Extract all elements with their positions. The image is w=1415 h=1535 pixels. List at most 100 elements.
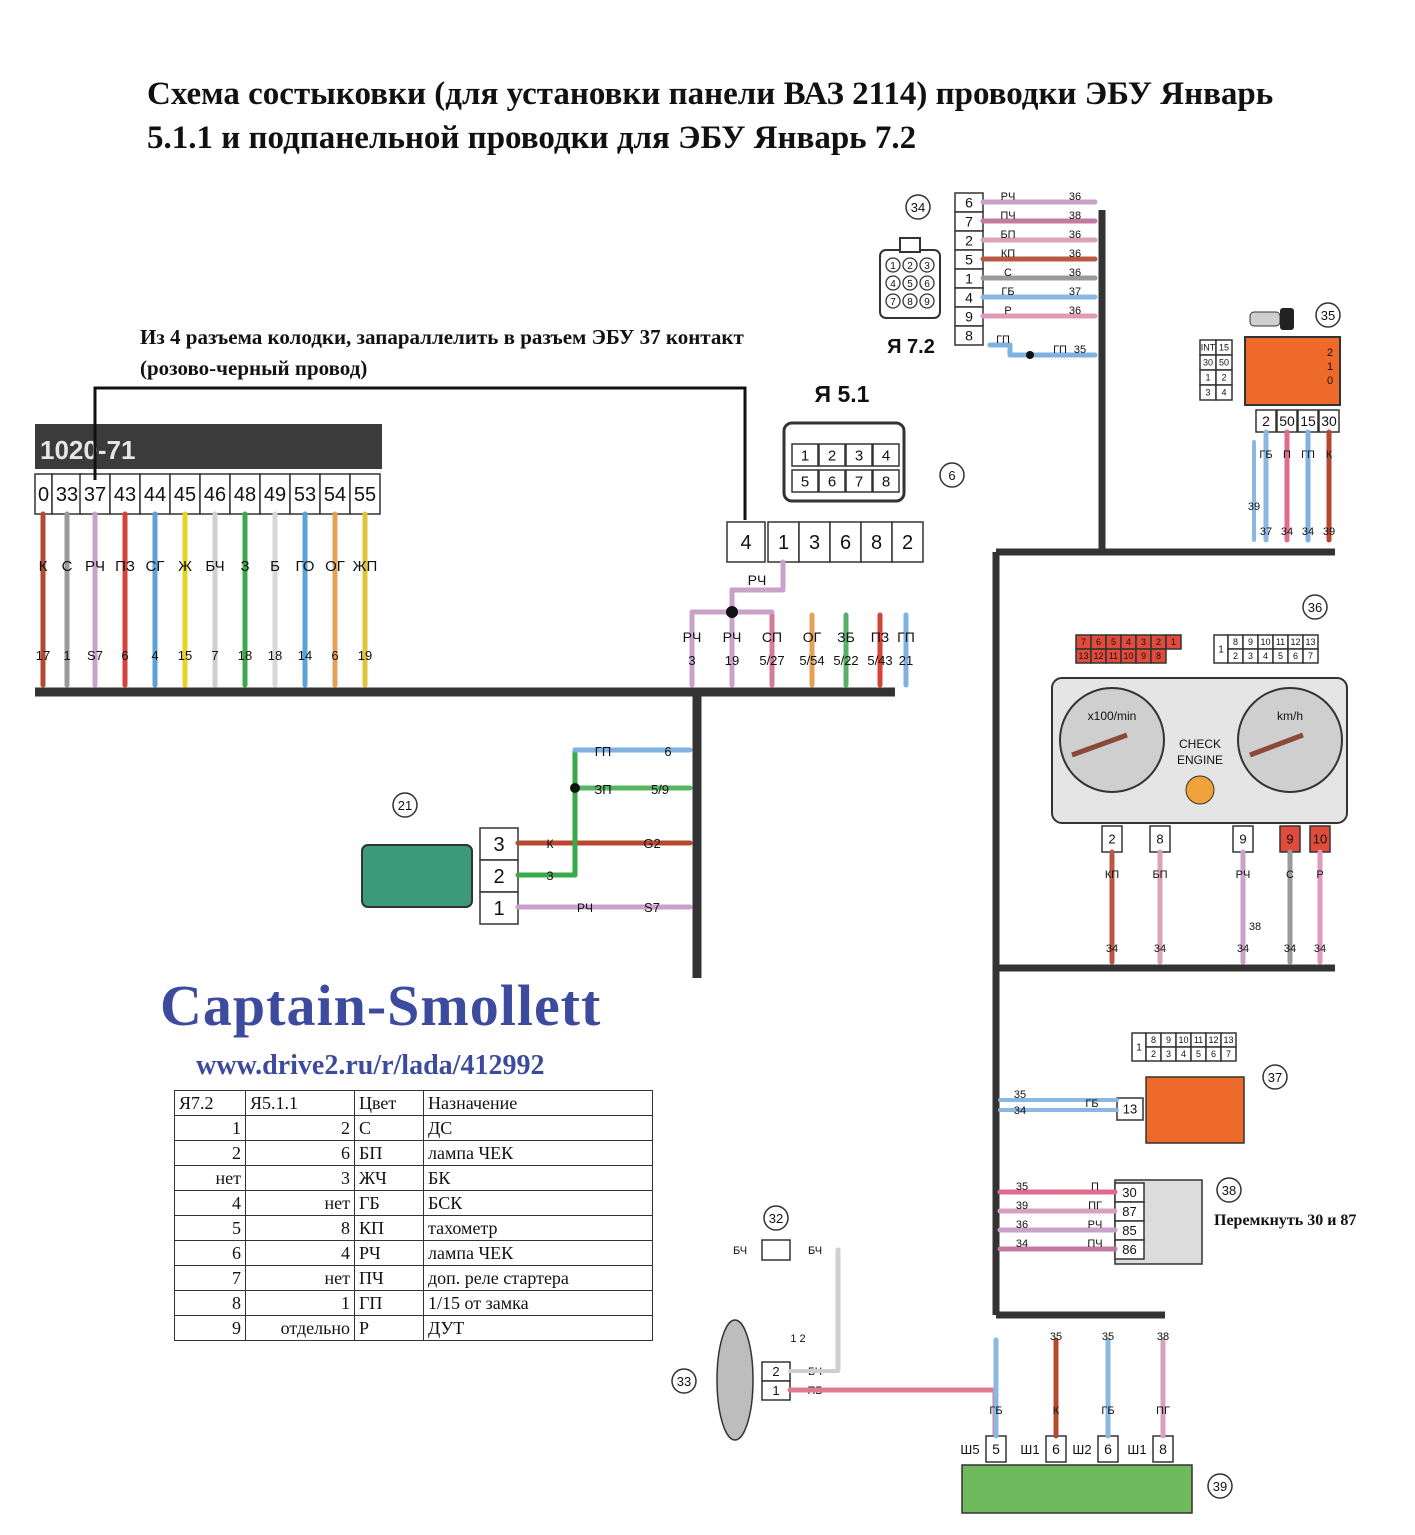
- cluster-wire-color: РЧ: [1236, 869, 1251, 881]
- sensor-21-body: [361, 844, 473, 908]
- switch-position: 2: [1327, 347, 1333, 359]
- module-39-pin-label: 6: [1104, 1441, 1112, 1457]
- table-cell: 1: [245, 1290, 355, 1316]
- ya51-wire-end: 19: [725, 653, 739, 668]
- tachometer-label: x100/min: [1088, 709, 1137, 723]
- cluster-wire-color: КП: [1105, 869, 1119, 881]
- module-39-socket: Ш1: [1127, 1442, 1146, 1457]
- switch-wire-end: 39: [1248, 501, 1260, 513]
- sensor-21-wire: ЗП: [594, 782, 611, 797]
- ya72-wire-color: БП: [1000, 229, 1015, 241]
- table-cell: С: [354, 1115, 424, 1141]
- ya72-pin-label: 5: [965, 252, 973, 268]
- callout-number: 33: [677, 1374, 691, 1389]
- ecu-wire-color: СГ: [146, 558, 165, 575]
- c37-grey-pin-label: 10: [1178, 1035, 1188, 1045]
- cluster-pin-label: 9: [1286, 832, 1293, 847]
- table-cell: ДУТ: [423, 1315, 653, 1341]
- module-39-wire-color: ГБ: [1101, 1405, 1114, 1417]
- ya72-wire-color: КП: [1001, 248, 1015, 260]
- ya51-pin: [891, 521, 924, 563]
- relay-pin-label: 86: [1122, 1242, 1136, 1257]
- ya72-wire-color: Р: [1004, 305, 1011, 317]
- switch-pin-label: 2: [1262, 413, 1270, 429]
- table-cell: 6: [174, 1240, 246, 1266]
- author-url: www.drive2.ru/r/lada/412992: [196, 1050, 545, 1081]
- ya51-plug-pin: [845, 443, 873, 467]
- ya72-wire-end: 36: [1069, 267, 1081, 279]
- ya72-plug-pin: [885, 257, 901, 273]
- ya72-plug-pin-label: 8: [907, 297, 913, 308]
- ya72-pin-label: 6: [965, 195, 973, 211]
- cluster-grey-pin-label: 4: [1263, 651, 1268, 661]
- ecu-wire-end: 6: [121, 648, 128, 663]
- relay-pin-label: 30: [1122, 1185, 1136, 1200]
- c37-grey-pin-label: 13: [1223, 1035, 1233, 1045]
- callout-number: 38: [1222, 1183, 1236, 1198]
- ya51-plug-pin: [791, 443, 819, 467]
- fuse-wire-color: БЧ: [733, 1245, 747, 1257]
- module-39-wire-color: ГБ: [989, 1405, 1002, 1417]
- ya72-wire-color: С: [1004, 267, 1012, 279]
- ecu-wire-end: 19: [358, 648, 372, 663]
- ya72-plug-pin: [885, 275, 901, 291]
- ecu-wire-color: Ж: [178, 558, 192, 575]
- ya72-plug-pin: [919, 275, 935, 291]
- fan-pin-label: 1: [772, 1383, 779, 1398]
- cluster-red-pin-label: 9: [1141, 651, 1146, 661]
- callout-circle: [1315, 302, 1341, 328]
- table-cell: 1: [174, 1115, 246, 1141]
- switch-legend-cell-label: 3: [1205, 388, 1210, 398]
- key-icon: [1249, 311, 1281, 327]
- ya51-wire-color: РЧ: [723, 629, 742, 645]
- cluster-red-pin-label: 5: [1111, 637, 1116, 647]
- sensor-21-pin-label: 1: [493, 898, 504, 920]
- ya72-plug-pin: [919, 257, 935, 273]
- ya51-wire-end: 21: [899, 653, 913, 668]
- module-37: [1145, 1076, 1245, 1144]
- ecu-pin-label: 37: [84, 484, 106, 506]
- ya72-plug-pin-label: 9: [924, 297, 930, 308]
- ecu-pin-label: 33: [56, 484, 78, 506]
- table-cell: КП: [354, 1215, 424, 1241]
- sensor-21-pin-label: 2: [493, 866, 504, 888]
- ya51-plug-pin-label: 7: [855, 473, 863, 490]
- ecu-wire-end: 7: [211, 648, 218, 663]
- cluster-grey-pin-label: 5: [1278, 651, 1283, 661]
- fan-33: [716, 1319, 754, 1441]
- table-cell: ЖЧ: [354, 1165, 424, 1191]
- ya51-plug-pin: [791, 469, 819, 493]
- ya51-pin-label: 8: [871, 532, 882, 554]
- cluster-wire-color: БП: [1152, 869, 1167, 881]
- ya51-pin-label: 3: [809, 532, 820, 554]
- cluster-wire-end: 34: [1237, 943, 1249, 955]
- cluster-red-pin-label: 13: [1078, 651, 1088, 661]
- ya72-wire-end: 36: [1069, 248, 1081, 260]
- cluster-red-pin: [1165, 634, 1182, 650]
- ya72-plug-pin: [902, 293, 918, 309]
- c37-grey-pin-label: 2: [1151, 1049, 1156, 1059]
- ya72-pin-label: 7: [965, 214, 973, 230]
- ya72-plug-pin-label: 4: [890, 279, 896, 290]
- table-cell: ГБ: [354, 1190, 424, 1216]
- ya51-pin-label: 2: [902, 532, 913, 554]
- table-cell: 1/15 от замка: [423, 1290, 653, 1316]
- c37-grey-pin-label: 11: [1194, 1035, 1203, 1045]
- cluster-pin-label: 10: [1313, 832, 1327, 847]
- ecu-pin-label: 48: [234, 484, 256, 506]
- callout-number: 37: [1268, 1070, 1282, 1085]
- module-39-wire-end: 38: [1157, 1331, 1169, 1343]
- switch-legend-cell: [1215, 384, 1233, 401]
- ecu-pin: [51, 473, 83, 515]
- callout-number: 39: [1213, 1479, 1227, 1494]
- cluster-pin-label: 2: [1108, 832, 1115, 847]
- cluster-wire-color: С: [1286, 869, 1294, 881]
- ya51-label: Я 5.1: [815, 381, 870, 407]
- ecu-pin: [349, 473, 381, 515]
- ya51-plug-pin: [872, 469, 900, 493]
- cluster-red-pin-label: 1: [1171, 637, 1176, 647]
